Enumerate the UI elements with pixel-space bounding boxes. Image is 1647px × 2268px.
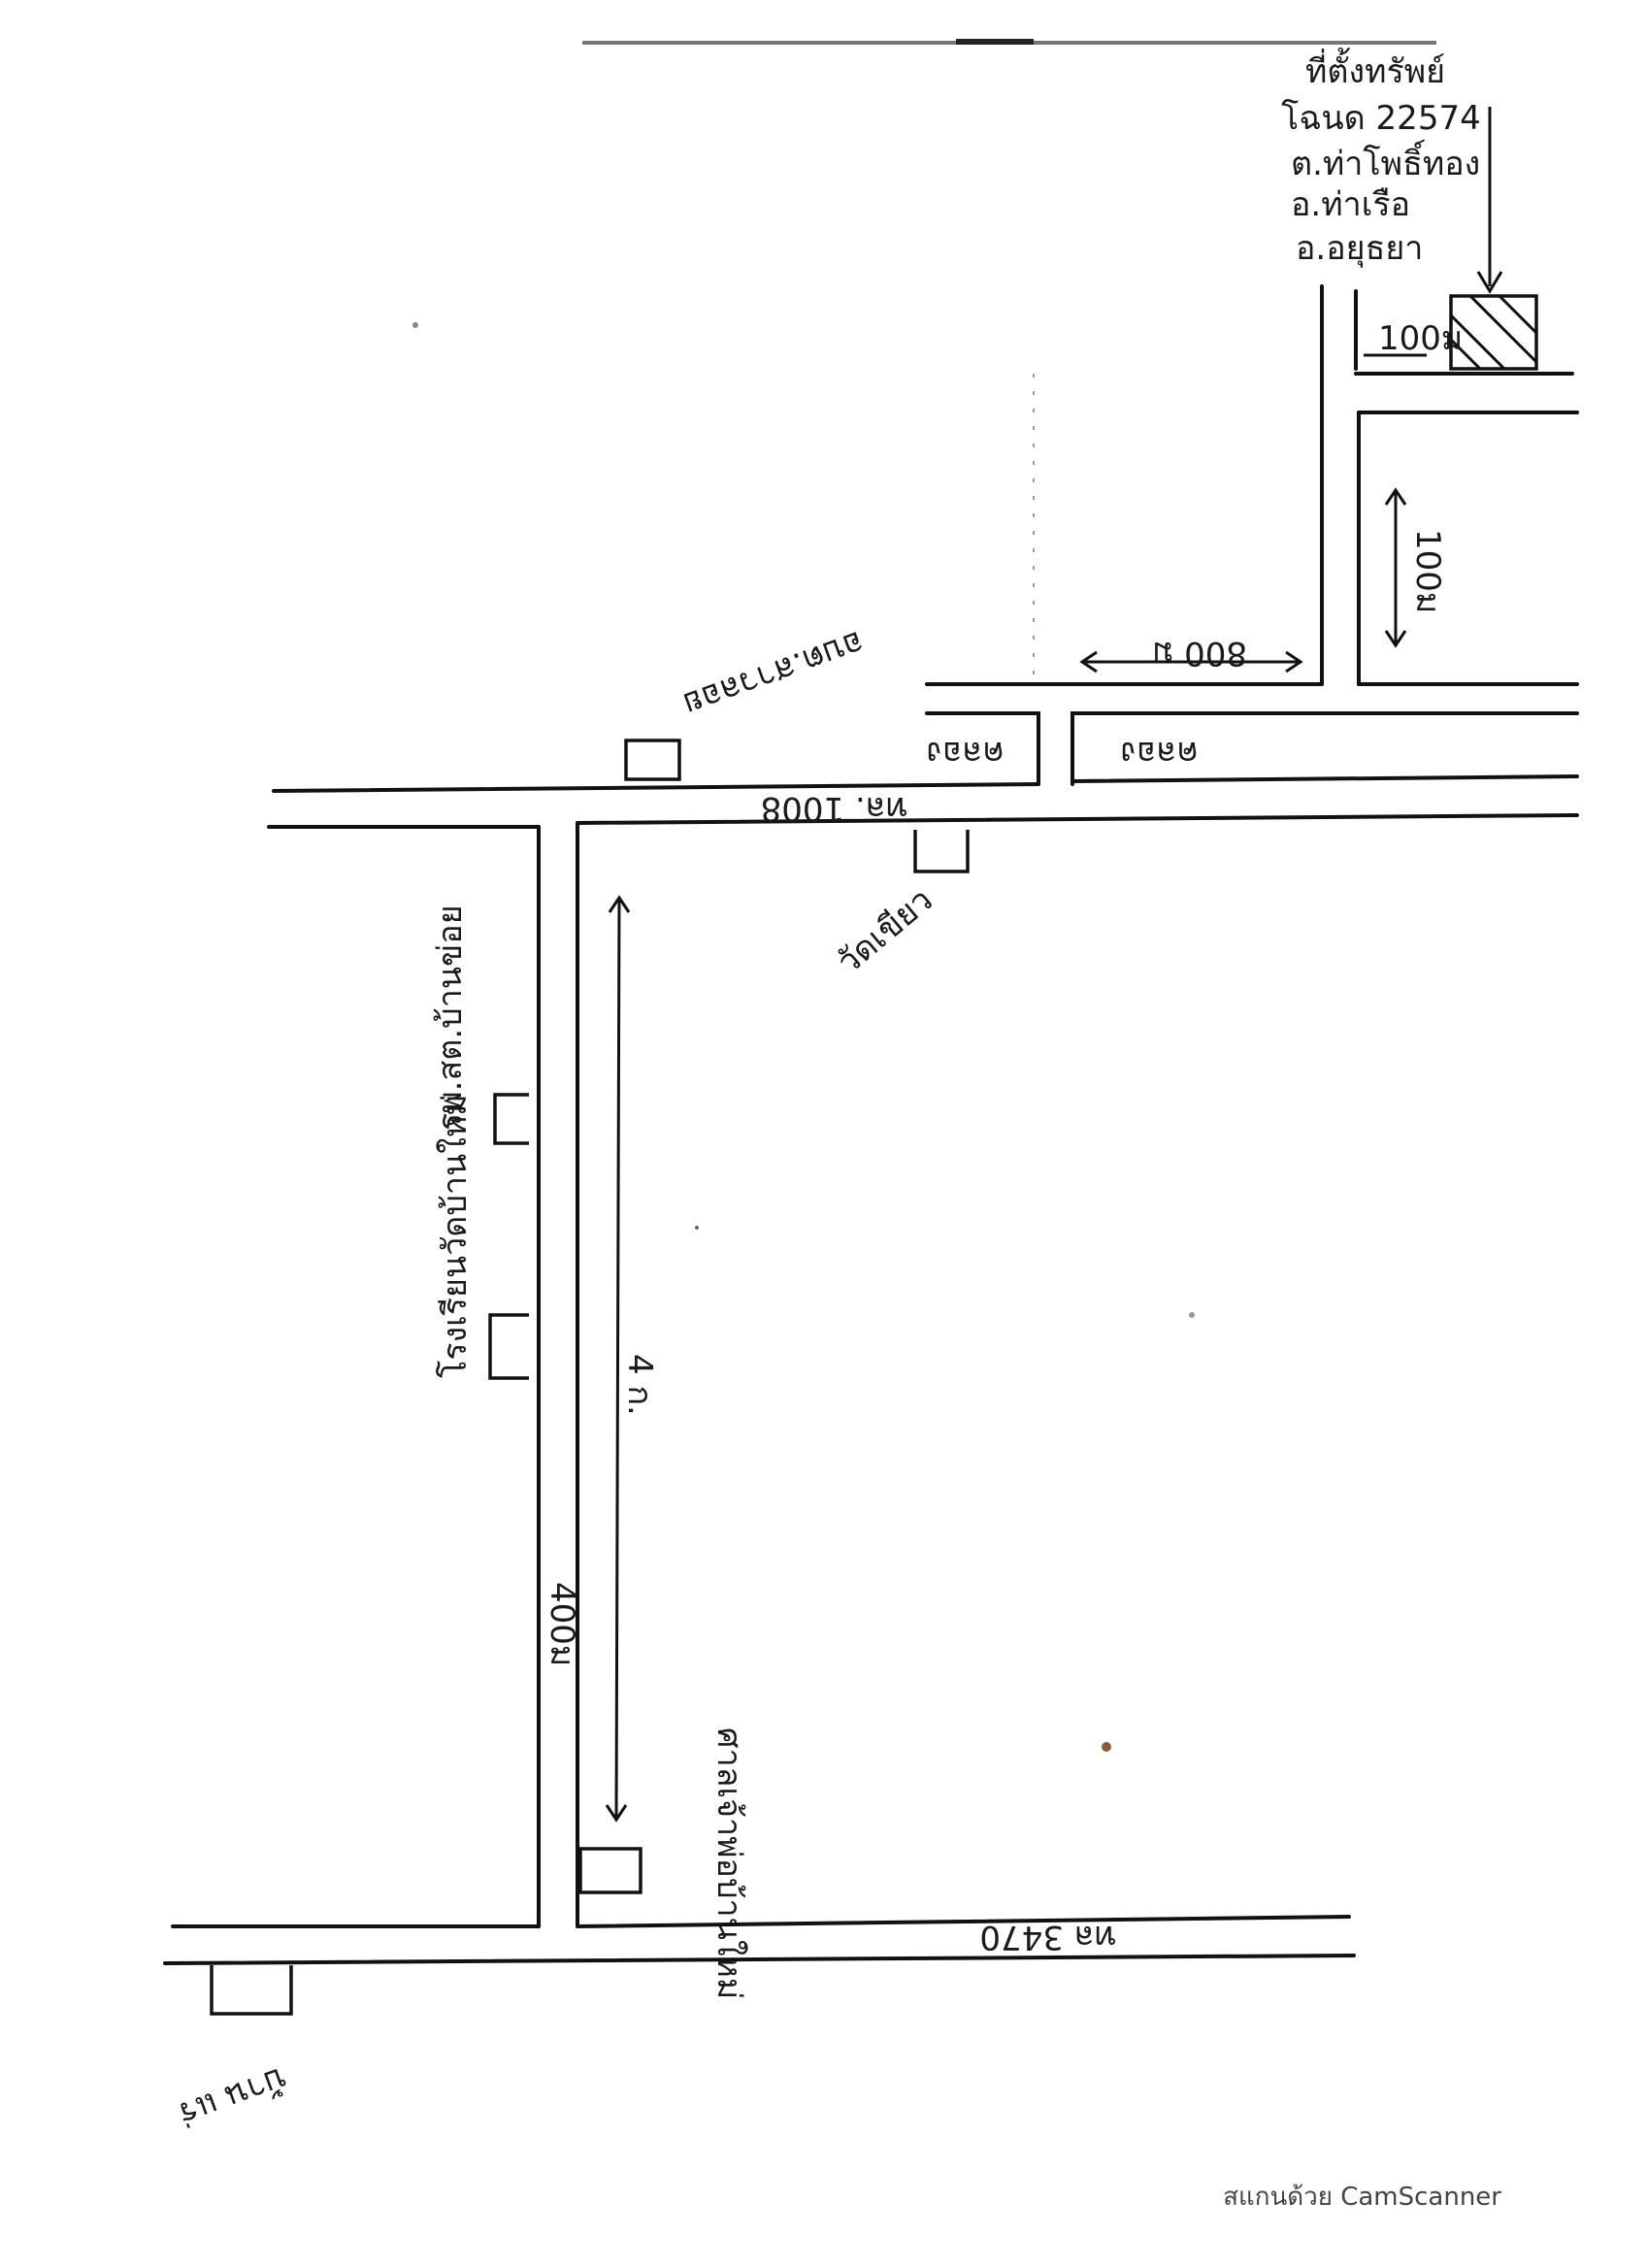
note-line-1: ที่ตั้งทรัพย์ (1305, 48, 1445, 91)
distance-800m: 800 ม (1152, 634, 1247, 673)
road-3470-top-edge-right (576, 1915, 1351, 1928)
road-1008-bottom-edge-right (576, 813, 1579, 825)
note-line-4: อ.ท่าเรือ (1291, 185, 1410, 224)
canal-left: คลอง (925, 711, 1040, 786)
road-1008-top-edge (272, 782, 1040, 793)
property-note: ที่ตั้งทรัพย์ โฉนด 22574 ต.ท่าโพธิ์ทอง อ… (1281, 48, 1481, 268)
road-1008-label: ทล. 1008 (761, 789, 907, 828)
speck (695, 1226, 699, 1230)
property-arrow-head (1476, 271, 1503, 294)
bottom-left-label: บ้าน แร่ (174, 2059, 292, 2134)
canal-right-label: คลอง (1120, 734, 1199, 772)
speck (1189, 1312, 1195, 1318)
speck (412, 322, 418, 328)
rpp-marker (493, 1093, 529, 1145)
speck (1102, 1742, 1111, 1752)
canal-right: คลอง (1071, 711, 1579, 786)
distance-100m-right: 100ม (1408, 529, 1447, 613)
road-3470-label: ทล 3470 (979, 1918, 1116, 1956)
canal-right-bottom (1071, 774, 1579, 783)
temple-bottom-marker (578, 1847, 642, 1894)
distance-100m-top: 100ม (1378, 319, 1463, 358)
note-line-5: อ.อยุธยา (1296, 229, 1423, 268)
distance-400m: 400ม (543, 1582, 581, 1666)
camscanner-footer: สแกนด้วย CamScanner (1223, 2183, 1501, 2212)
school-marker (488, 1313, 529, 1380)
school-label: โรงเรียนวัดบ้านใหม่ (436, 1094, 475, 1378)
rpp-label: รพ.สต.บ้านข่อย (431, 904, 470, 1131)
canal-left-label: คลอง (926, 734, 1005, 772)
bottom-left-marker (210, 1965, 293, 2016)
note-line-2: โฉนด 22574 (1281, 99, 1481, 138)
note-line-3: ต.ท่าโพธิ์ทอง (1291, 139, 1480, 183)
property-plot (1449, 294, 1538, 371)
temple-bottom-label: ศาลเจ้าพ่อบ้านใหม่ (709, 1727, 748, 1999)
wat-label: วัดเขียว (830, 880, 940, 982)
distance-4km-arrow (614, 897, 621, 1821)
sao-lao-label: อบต.สาวลอย (678, 623, 870, 724)
wat-marker (913, 830, 970, 873)
distance-4km: 4 ก. (620, 1354, 659, 1416)
sao-lao-marker (624, 739, 681, 781)
road-3470-bottom-edge (163, 1954, 1356, 1965)
